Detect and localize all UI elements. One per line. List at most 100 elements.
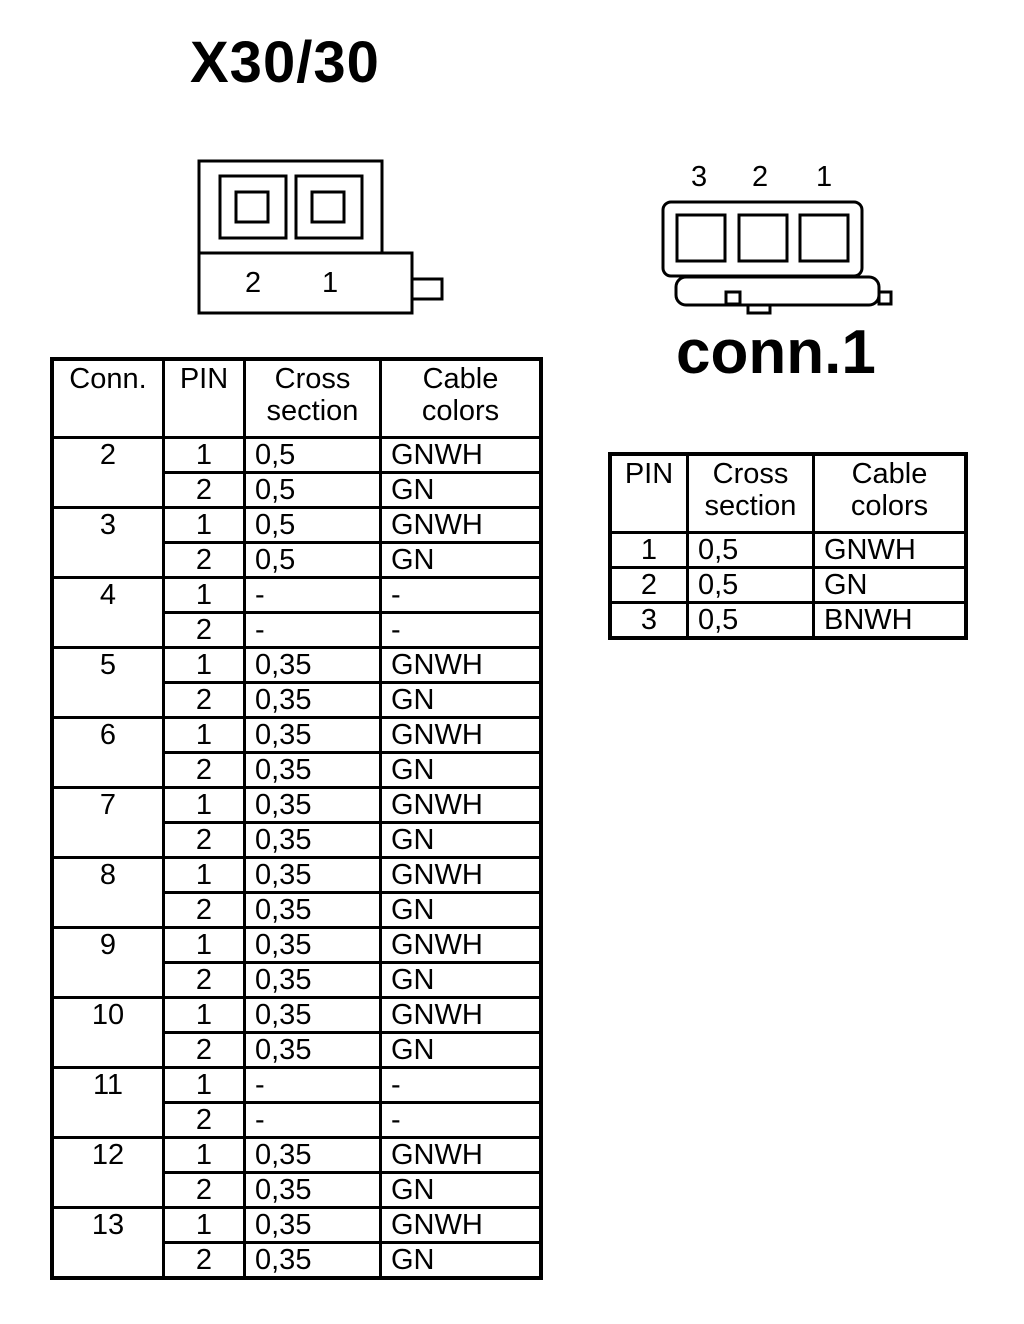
cell-conn: 3 [50, 506, 165, 579]
cell-cable-color: GN [379, 681, 543, 719]
cell-cable-color: GN [379, 751, 543, 789]
cell-cross-section: 0,35 [243, 751, 382, 789]
cell-pin: 2 [162, 541, 246, 579]
header-cable-colors: Cable colors [379, 357, 543, 439]
cell-pin: 1 [608, 531, 689, 569]
conn1-latch-bar [674, 275, 881, 307]
cell-conn: 5 [50, 646, 165, 719]
cell-pin: 1 [162, 716, 246, 754]
cell-conn: 13 [50, 1206, 165, 1280]
cell-cross-section: 0,35 [243, 1171, 382, 1209]
cell-pin: 2 [162, 1031, 246, 1069]
cell-cross-section: 0,35 [243, 926, 382, 964]
table-row: 2-- [52, 611, 543, 649]
cell-cross-section: 0,35 [243, 716, 382, 754]
cell-cable-color: GN [379, 961, 543, 999]
diagram-title: X30/30 [190, 30, 380, 95]
cell-cross-section: 0,35 [243, 646, 382, 684]
cell-pin: 2 [162, 891, 246, 929]
x30-connector-drawing [197, 159, 444, 315]
cell-cross-section: 0,5 [243, 471, 382, 509]
header-pin: PIN [162, 357, 246, 439]
cell-cross-section: 0,35 [243, 821, 382, 859]
cell-cable-color: GNWH [379, 646, 543, 684]
conn1-pin-socket-2 [737, 213, 789, 263]
cell-pin: 2 [162, 1101, 246, 1139]
cell-conn: 12 [50, 1136, 165, 1209]
cell-cross-section: 0,35 [243, 961, 382, 999]
header-cross-section: Cross section [243, 357, 382, 439]
table-header-row: Conn. PIN Cross section Cable colors [50, 357, 543, 439]
cell-cross-section: - [243, 576, 382, 614]
cell-pin: 1 [162, 646, 246, 684]
header-cross-line1: Cross [712, 458, 789, 490]
cell-pin: 2 [162, 961, 246, 999]
cell-pin: 2 [162, 681, 246, 719]
cell-conn: 9 [50, 926, 165, 999]
x30-housing-base [197, 251, 414, 315]
cell-cable-color: - [379, 576, 543, 614]
cell-pin: 1 [162, 856, 246, 894]
cell-pin: 1 [162, 786, 246, 824]
cell-cable-color: GNWH [379, 1206, 543, 1244]
cell-cross-section: 0,35 [243, 1241, 382, 1280]
cell-cable-color: GNWH [379, 716, 543, 754]
header-cable-line1: Cable [851, 458, 928, 490]
cell-cable-color: GNWH [379, 506, 543, 544]
conn1-pin-label-2: 2 [752, 161, 769, 193]
conn1-pin-socket-1 [798, 213, 850, 263]
cell-cross-section: 0,35 [243, 891, 382, 929]
conn1-title: conn.1 [676, 318, 876, 387]
cell-pin: 1 [162, 506, 246, 544]
cell-cable-color: GN [379, 1171, 543, 1209]
cell-pin: 2 [162, 821, 246, 859]
cell-pin: 2 [162, 751, 246, 789]
cell-cross-section: 0,5 [686, 531, 815, 569]
table-header-row: PIN Cross section Cable colors [608, 452, 968, 534]
cell-pin: 2 [608, 566, 689, 604]
cell-pin: 2 [162, 611, 246, 649]
cell-pin: 1 [162, 926, 246, 964]
conn1-pin-socket-3 [675, 213, 727, 263]
cell-pin: 1 [162, 436, 246, 474]
x30-pin-contact-1 [310, 190, 346, 224]
cell-cross-section: 0,35 [243, 786, 382, 824]
header-cross-section: Cross section [686, 452, 815, 534]
cell-cross-section: 0,5 [243, 436, 382, 474]
cell-pin: 3 [608, 601, 689, 640]
cell-cable-color: - [379, 611, 543, 649]
cell-cable-color: GN [379, 821, 543, 859]
header-cross-line2: section [266, 395, 359, 427]
cell-cable-color: GN [812, 566, 968, 604]
cell-cable-color: GN [379, 891, 543, 929]
cell-cable-color: - [379, 1101, 543, 1139]
cell-cable-color: GNWH [379, 786, 543, 824]
cell-conn: 2 [50, 436, 165, 509]
cell-cable-color: GNWH [379, 996, 543, 1034]
conn1-pin-label-3: 3 [691, 161, 708, 193]
cell-cable-color: GNWH [379, 926, 543, 964]
table-row: 2-- [52, 1101, 543, 1139]
cell-cable-color: - [379, 1066, 543, 1104]
cell-cable-color: GN [379, 471, 543, 509]
conn1-latch-end [877, 290, 893, 306]
cell-cross-section: 0,35 [243, 681, 382, 719]
cell-cable-color: GNWH [812, 531, 968, 569]
header-cable-line2: colors [421, 395, 500, 427]
cell-pin: 1 [162, 1136, 246, 1174]
